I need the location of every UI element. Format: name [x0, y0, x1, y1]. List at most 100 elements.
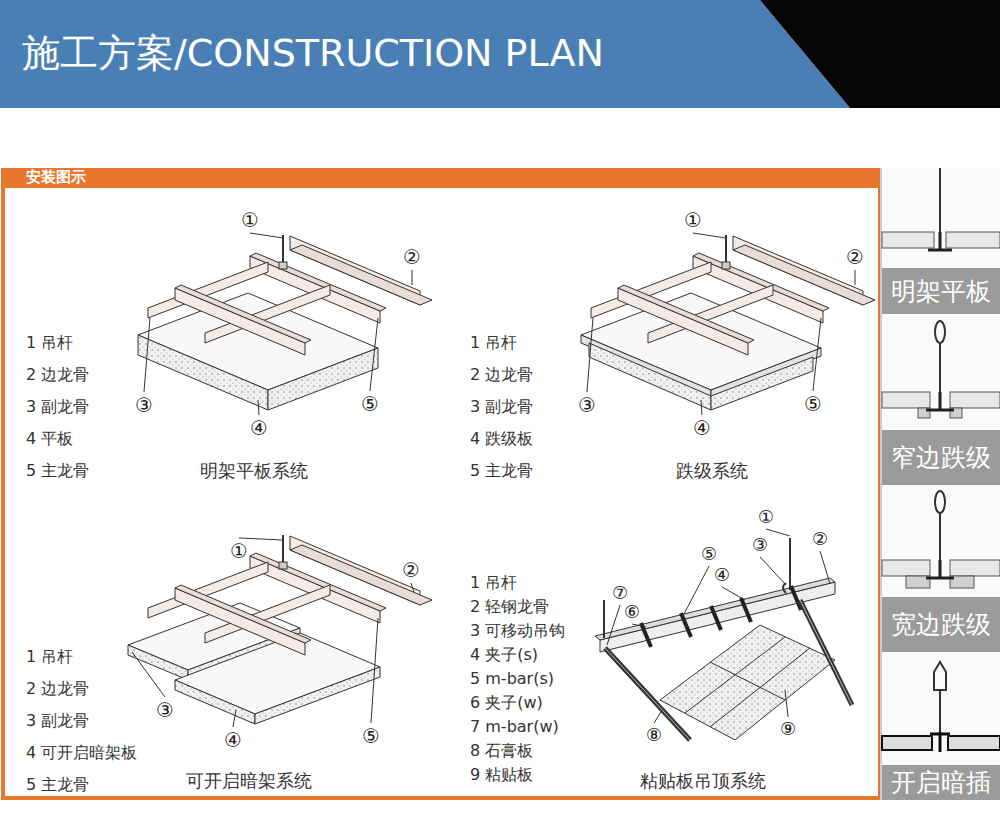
- legend-item: 3 可移动吊钩: [470, 622, 565, 640]
- band-text: 窄边跌级: [891, 445, 991, 470]
- profile-column: [928, 232, 952, 250]
- callout-number: ③: [578, 395, 596, 415]
- legend-item: 1 吊杆: [26, 334, 73, 352]
- legend-item: 9 粘贴板: [470, 766, 533, 784]
- legend-item: 5 主龙骨: [26, 462, 89, 480]
- profile-column: [926, 560, 954, 578]
- leader-line: [785, 690, 788, 717]
- legend-item: 5 主龙骨: [26, 776, 89, 794]
- header-band: [0, 0, 850, 108]
- legend-item: 4 可开启暗架板: [26, 744, 137, 762]
- profile-column: [926, 392, 954, 410]
- glued-ceiling: [800, 600, 852, 705]
- callout-number: ②: [402, 560, 420, 580]
- profile-column: [950, 392, 1000, 408]
- callout-number: ③: [156, 700, 174, 720]
- profile-column: [882, 736, 932, 750]
- legend-item: 1 吊杆: [26, 648, 73, 666]
- flat-board: [138, 335, 268, 410]
- profile-column: [946, 232, 1000, 248]
- glued-ceiling: [791, 586, 801, 610]
- profile-column: [950, 560, 1000, 576]
- legend-item: 2 边龙骨: [470, 366, 533, 384]
- callout-number: ④: [224, 730, 242, 750]
- legend-item: 3 副龙骨: [470, 398, 533, 416]
- leader-line: [258, 400, 260, 415]
- legend-item: 2 轻钢龙骨: [470, 598, 549, 616]
- legend-item: 5 m-bar(s): [470, 670, 554, 688]
- glued-ceiling: [789, 538, 791, 590]
- profile-column: [935, 491, 945, 513]
- glued-ceiling: [710, 648, 810, 727]
- legend-item: 4 跌级板: [470, 430, 533, 448]
- leader-line: [250, 233, 283, 238]
- glued-ceiling: [660, 625, 835, 740]
- callout-number: ④: [693, 418, 711, 438]
- leader-line: [701, 400, 703, 415]
- leader-line: [233, 710, 236, 727]
- leader-line: [654, 710, 662, 723]
- flat-board: [138, 293, 378, 410]
- legend-item: 6 夹子(w): [470, 694, 543, 712]
- legend-item: 8 石膏板: [470, 742, 533, 760]
- callout-number: ⑧: [646, 726, 662, 744]
- leader-line: [411, 270, 412, 285]
- band-text: 明架平板: [891, 279, 991, 304]
- leader-line: [813, 318, 821, 391]
- orange-frame: [1, 168, 882, 798]
- openable-board: [255, 667, 380, 724]
- leader-line: [820, 551, 830, 584]
- callout-number: ⑤: [804, 394, 822, 414]
- ceiling-frame: [148, 535, 432, 655]
- leader-line: [766, 529, 790, 536]
- callout-number: ⑤: [701, 545, 717, 563]
- openable-board: [175, 680, 255, 724]
- system-caption: 可开启暗架系统: [186, 771, 312, 791]
- label-band: 开启暗插: [882, 765, 1000, 800]
- section-heading: 安装图示: [26, 169, 86, 186]
- legend-item: 1 吊杆: [470, 334, 517, 352]
- leader-line: [371, 618, 378, 723]
- legend-item: 1 吊杆: [470, 574, 517, 592]
- openable-board: [128, 645, 188, 680]
- leader-line: [722, 587, 745, 600]
- leader-line: [607, 605, 620, 645]
- profile-column: [939, 343, 941, 392]
- profile-column: [935, 321, 945, 343]
- legend-item: 2 边龙骨: [26, 680, 89, 698]
- glued-ceiling: [711, 606, 721, 630]
- leader-line: [144, 318, 150, 392]
- legend-item: 3 副龙骨: [26, 712, 89, 730]
- profile-column: [939, 513, 941, 560]
- ceiling-frame: [148, 235, 432, 355]
- leader-line: [370, 318, 378, 391]
- leader-line: [132, 652, 165, 697]
- glued-ceiling: [595, 578, 835, 640]
- glued-ceiling: [603, 600, 605, 638]
- legend-item: 4 夹子(s): [470, 646, 538, 664]
- system-caption: 跌级系统: [676, 461, 748, 481]
- orange-frame: [1, 168, 882, 188]
- profile-column: [934, 662, 946, 690]
- legend-item: 7 m-bar(w): [470, 718, 559, 736]
- callout-number: ④: [250, 418, 268, 438]
- glued-ceiling: [600, 582, 835, 652]
- leader-line: [760, 557, 786, 585]
- legend-item: 5 主龙骨: [470, 462, 533, 480]
- profile-column: [882, 392, 930, 408]
- profile-column: [882, 232, 934, 248]
- stepped-board: [711, 357, 813, 410]
- label-band: 明架平板: [882, 268, 1000, 314]
- callout-number: ⑤: [361, 394, 379, 414]
- legend-item: 2 边龙骨: [26, 366, 89, 384]
- system-caption: 粘贴板吊顶系统: [640, 771, 766, 791]
- page-title: 施工方案/CONSTRUCTION PLAN: [22, 33, 604, 75]
- glued-ceiling: [800, 600, 852, 705]
- glued-ceiling: [685, 637, 785, 713]
- glued-ceiling: [741, 598, 751, 622]
- callout-number: ②: [846, 247, 864, 267]
- ceiling-frame: [591, 235, 875, 355]
- callout-number: ①: [230, 541, 248, 561]
